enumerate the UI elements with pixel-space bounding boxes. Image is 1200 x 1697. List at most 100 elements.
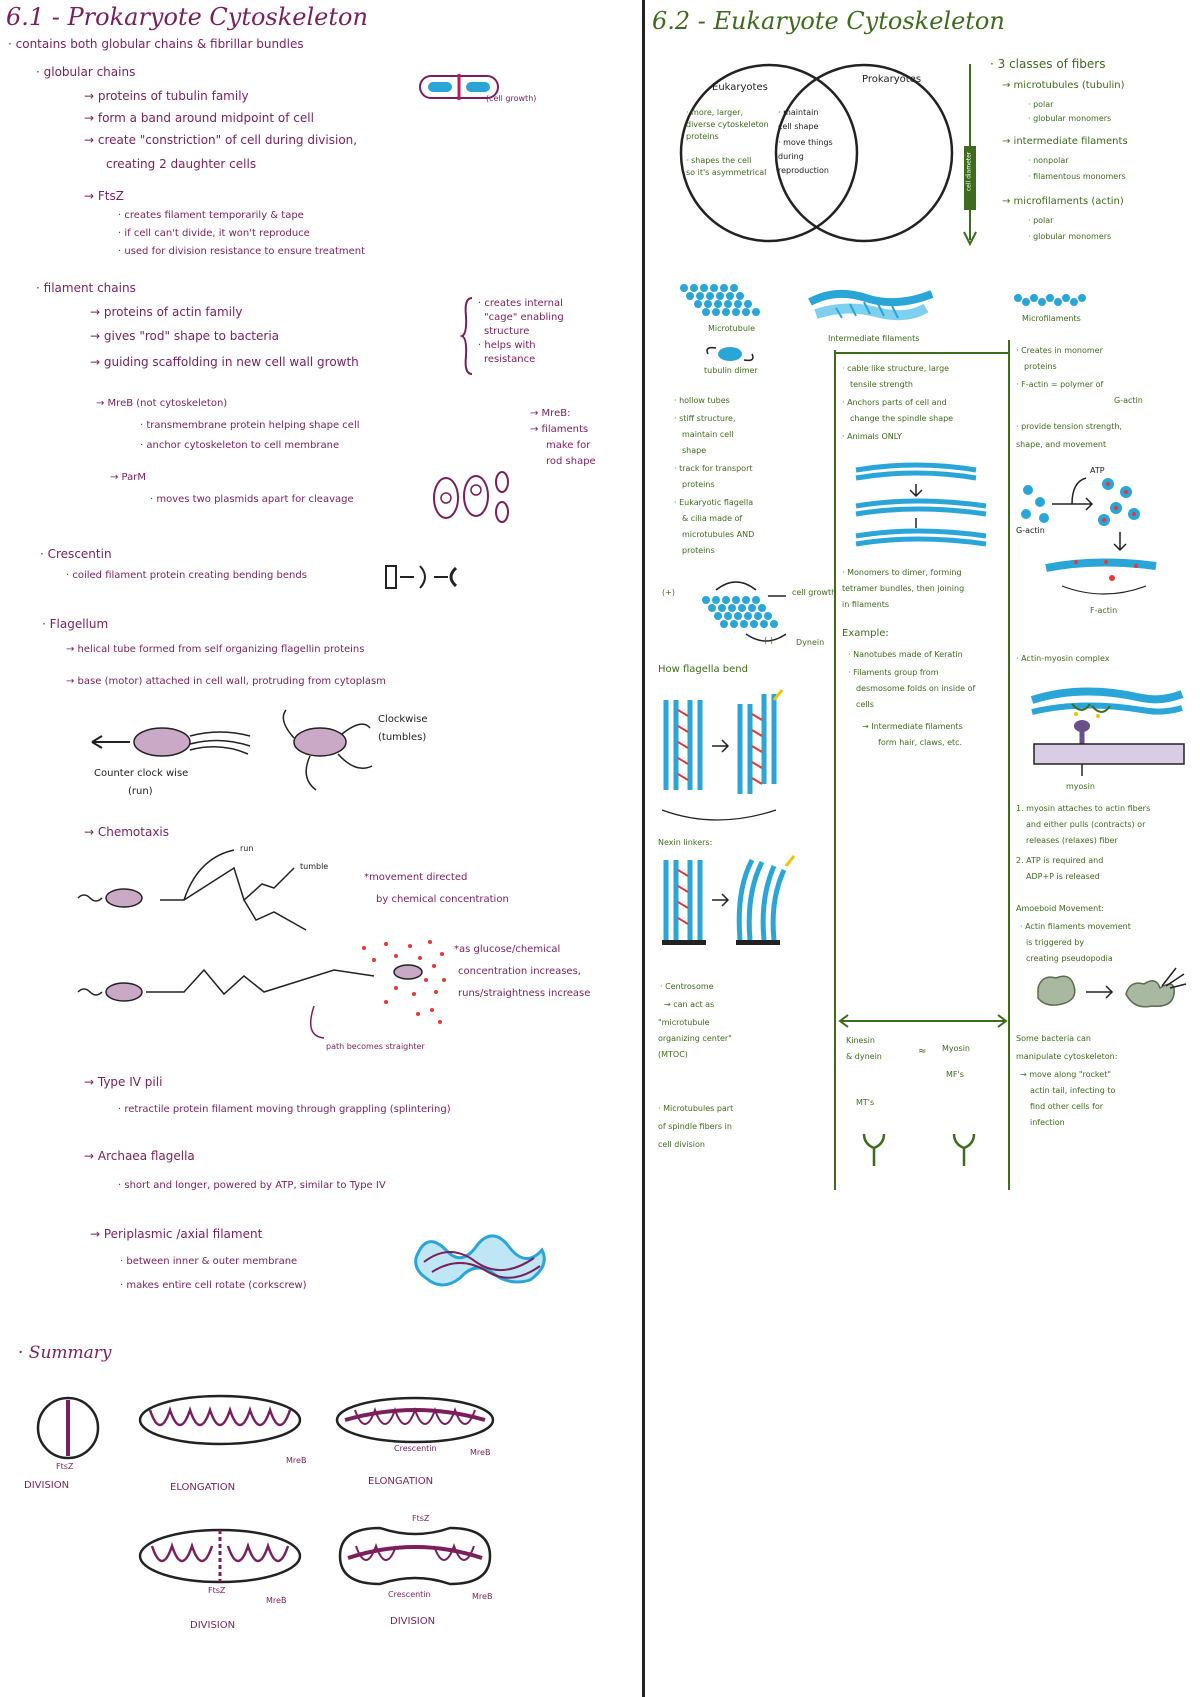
microfilament-label: Microfilaments — [1022, 314, 1081, 323]
chemotaxis-note-4: concentration increases, — [458, 966, 581, 977]
summary-caption-3: ELONGATION — [368, 1476, 434, 1487]
ftsz-line-1: · creates filament temporarily & tape — [118, 210, 304, 221]
microtubule-label: Microtubule — [708, 324, 756, 333]
subcolumn-divider-1 — [834, 350, 836, 1190]
actin-note-4: G-actin — [1114, 396, 1143, 405]
actin-polymerization-diagram — [1021, 477, 1157, 595]
flagella-bend-heading: How flagella bend — [658, 664, 748, 675]
inter-example-1: · Nanotubes made of Keratin — [848, 650, 963, 659]
plasmid-separation-icon — [433, 471, 509, 523]
globular-line-1: → proteins of tubulin family — [84, 89, 249, 103]
actin-note-2: proteins — [1024, 362, 1057, 371]
mreb-line-1: · transmembrane protein helping shape ce… — [140, 420, 360, 431]
mreb-note-1: → MreB: — [530, 408, 571, 419]
brace-icon — [459, 297, 473, 375]
motor-protein-icons — [862, 1133, 976, 1166]
fibers-line-6: · nonpolar — [1028, 156, 1069, 165]
summary-mreb-label-3: MreB — [266, 1596, 287, 1605]
spindle-note-1: · Microtubules part — [658, 1104, 734, 1113]
venn-mid-2: cell shape — [778, 122, 819, 131]
parm-heading: → ParM — [110, 472, 147, 483]
actin-myosin-step-3: releases (relaxes) fiber — [1026, 836, 1118, 845]
random-walk-diagram — [77, 849, 307, 931]
spindle-note-2: of spindle fibers in — [658, 1122, 732, 1131]
column-divider — [642, 0, 645, 1697]
actin-note-5: · provide tension strength, — [1016, 422, 1122, 431]
micro-note-5: · track for transport — [674, 464, 753, 473]
myosin-label-1: Myosin — [942, 1044, 970, 1053]
venn-diagram — [679, 63, 954, 243]
fibers-line-2: → microtubules (tubulin) — [1002, 80, 1125, 91]
periplasmic-line-1: · between inner & outer membrane — [120, 1256, 298, 1267]
periplasmic-heading: → Periplasmic /axial filament — [90, 1227, 263, 1241]
venn-left-2: diverse cytoskeleton — [686, 120, 769, 129]
inter-example-3: desmosome folds on inside of — [856, 684, 976, 693]
bacteria-note-1: Some bacteria can — [1016, 1034, 1091, 1043]
nexin-linkers-label: Nexin linkers: — [658, 838, 713, 847]
actin-myosin-diagram — [1030, 687, 1185, 776]
fibers-line-5: → intermediate filaments — [1002, 136, 1128, 147]
fibers-line-10: · globular monomers — [1028, 232, 1112, 241]
intermediate-label: Intermediate filaments — [828, 334, 920, 343]
summary-diagrams — [36, 1394, 495, 1586]
inter-note-7: tetramer bundles, then joining — [842, 584, 965, 593]
inter-note-4: change the spindle shape — [850, 414, 954, 423]
cw-label-2: (tumbles) — [378, 732, 427, 743]
actin-myosin-step-4: 2. ATP is required and — [1016, 856, 1104, 865]
micro-note-10: proteins — [682, 546, 715, 555]
tumble-label: tumble — [300, 862, 329, 871]
inter-note-5: · Animals ONLY — [842, 432, 903, 441]
microfilament-illustration — [1014, 294, 1086, 306]
tubulin-dimer-label: tubulin dimer — [704, 366, 758, 375]
chemotaxis-note-2: by chemical concentration — [376, 894, 509, 905]
centrosome-4: organizing center" — [658, 1034, 732, 1043]
cell-growth-label: (cell growth) — [486, 94, 537, 103]
inter-example-4: cells — [856, 700, 874, 709]
centrosome-1: · Centrosome — [660, 982, 714, 991]
type4-line-1: · retractile protein filament moving thr… — [118, 1104, 451, 1115]
summary-caption-4: DIVISION — [190, 1620, 236, 1631]
spindle-note-3: cell division — [658, 1140, 705, 1149]
ftsz-line-3: · used for division resistance to ensure… — [118, 246, 366, 257]
myosin-label-2: MF's — [946, 1070, 964, 1079]
atp-label: ATP — [1090, 466, 1105, 475]
centrosome-2: → can act as — [664, 1000, 715, 1009]
venn-left-1: · more, larger, — [686, 108, 743, 117]
mreb-line-2: · anchor cytoskeleton to cell membrane — [140, 440, 340, 451]
actin-note-3: · F-actin = polymer of — [1016, 380, 1104, 389]
globular-heading: · globular chains — [36, 65, 136, 79]
fibers-line-4: · globular monomers — [1028, 114, 1112, 123]
filament-heading: · filament chains — [36, 281, 136, 295]
kinesin-label-1: Kinesin — [846, 1036, 875, 1045]
microtubule-growth-diagram — [702, 581, 787, 642]
summary-caption-2: ELONGATION — [170, 1482, 236, 1493]
crescentin-line-1: · coiled filament protein creating bendi… — [66, 570, 307, 581]
mreb-note-4: rod shape — [546, 456, 596, 467]
bacteria-note-2: manipulate cytoskeleton: — [1016, 1052, 1118, 1061]
globular-line-3: → create "constriction" of cell during d… — [84, 133, 358, 147]
filament-line-2: → gives "rod" shape to bacteria — [90, 329, 280, 343]
fibers-line-7: · filamentous monomers — [1028, 172, 1126, 181]
filament-line-1: → proteins of actin family — [90, 305, 243, 319]
actin-note-1: · Creates in monomer — [1016, 346, 1103, 355]
archaea-heading: → Archaea flagella — [84, 1149, 195, 1163]
mreb-heading: → MreB (not cytoskeleton) — [96, 398, 228, 409]
flagellum-line-1: → helical tube formed from self organizi… — [66, 644, 365, 655]
cw-label-1: Clockwise — [378, 714, 428, 725]
summary-caption-5: DIVISION — [390, 1616, 436, 1627]
summary-ftsz-label: FtsZ — [56, 1462, 74, 1471]
flagella-rotation-diagram — [91, 709, 373, 791]
venn-eukaryotes-title: Eukaryotes — [712, 82, 768, 93]
summary-mreb-label-4: MreB — [472, 1592, 493, 1601]
globular-line-4: creating 2 daughter cells — [106, 157, 257, 171]
section-title-prokaryote: 6.1 - Prokaryote Cytoskeleton — [6, 3, 368, 31]
actin-myosin-step-1: 1. myosin attaches to actin fibers — [1016, 804, 1151, 813]
micro-note-9: microtubules AND — [682, 530, 755, 539]
type4-heading: → Type IV pili — [84, 1075, 163, 1089]
ftsz-heading: → FtsZ — [84, 189, 124, 203]
ccw-label-2: (run) — [128, 786, 153, 797]
flagella-bend-diagram — [661, 689, 796, 945]
amoeboid-line-2: is triggered by — [1026, 938, 1085, 947]
myosin-label: myosin — [1066, 782, 1095, 791]
actin-note-6: shape, and movement — [1016, 440, 1107, 449]
